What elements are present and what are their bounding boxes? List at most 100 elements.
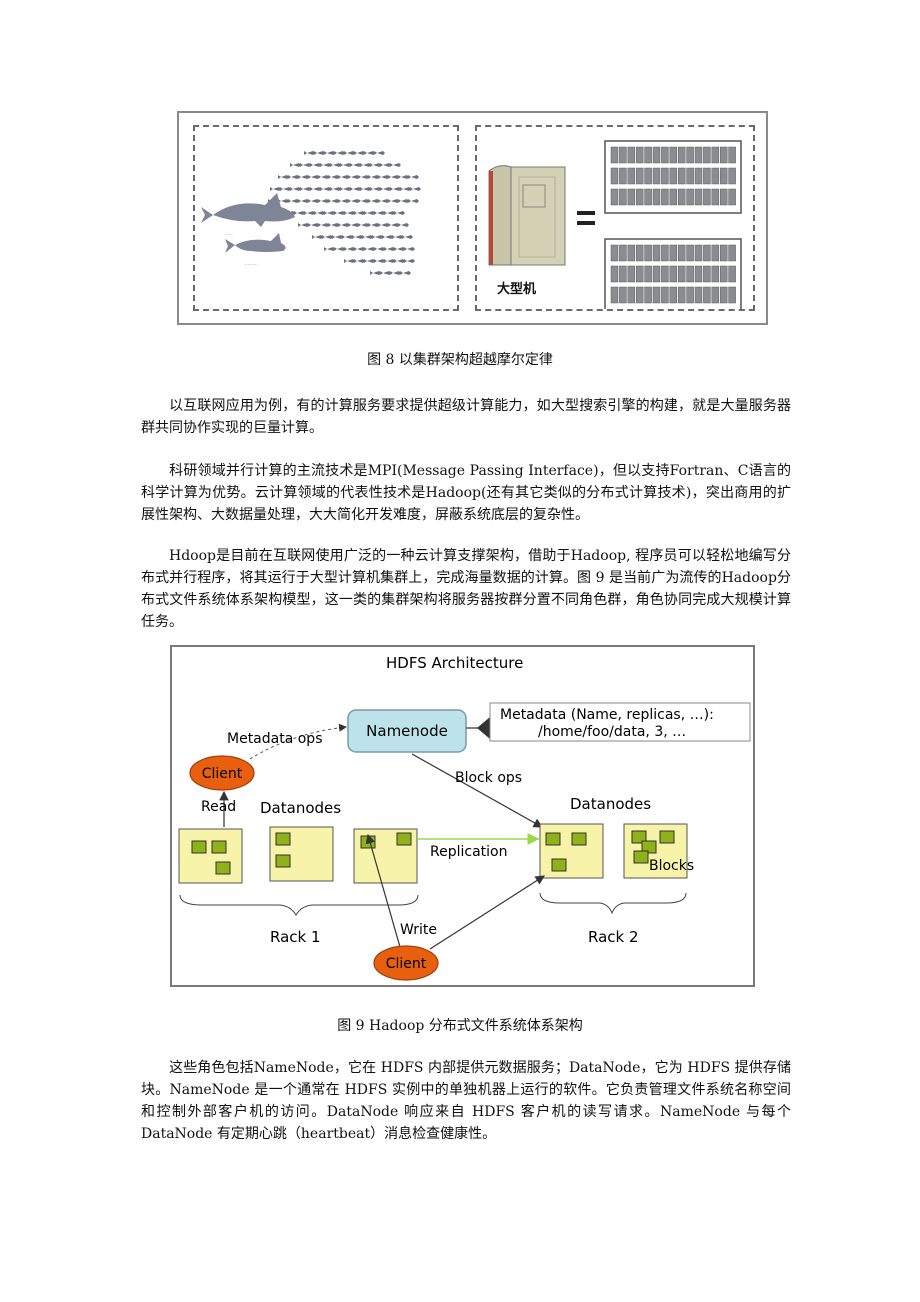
server-unit-icon [635,265,644,283]
small-fish-icon [354,259,365,263]
server-unit-icon [661,188,669,206]
blocks-label: Blocks [649,858,694,874]
small-fish-icon [298,199,309,203]
small-fish-icon [344,259,355,263]
paragraph-1-text: 以互联网应用为例，有的计算服务要求提供超级计算能力，如大型搜索引擎的构建，就是大… [141,398,791,436]
small-fish-icon [290,187,301,191]
small-fish-icon [330,163,341,167]
small-fish-icon [380,163,391,167]
server-unit-icon [711,265,720,283]
server-unit-icon [619,244,627,262]
rack-2-label: Rack 2 [588,928,639,946]
server-unit-icon [677,188,686,206]
small-fish-icon [384,259,395,263]
server-unit-icon [686,265,694,283]
server-unit-icon [610,188,619,206]
small-fish-icon [314,211,325,215]
mainframe-panel [475,125,755,312]
small-fish-icon [348,223,359,227]
server-unit-icon [703,188,711,206]
server-unit-icon [719,286,728,304]
small-fish-icon [398,223,409,227]
fish-panel: ...... .......... [193,125,459,311]
server-unit-icon [677,244,686,262]
small-fish-icon [344,151,355,155]
small-fish-icon [310,163,321,167]
small-fish-icon [404,259,415,263]
small-fish-icon [378,175,389,179]
server-unit-icon [711,286,720,304]
server-unit-icon [635,286,644,304]
small-fish-icon [390,163,401,167]
server-unit-icon [694,188,703,206]
small-fish-icon [370,187,381,191]
server-unit-icon [644,146,652,164]
server-unit-icon [652,188,661,206]
server-unit-icon [728,146,736,164]
small-fish-icon [358,175,369,179]
small-fish-icon [364,211,375,215]
small-fish-icon [332,235,343,239]
server-unit-icon [686,244,694,262]
server-unit-icon [703,286,711,304]
paragraph-4: 这些角色包括NameNode，它在 HDFS 内部提供元数据服务；DataNod… [141,1057,791,1145]
svg-text:......: ...... [225,231,233,236]
server-unit-icon [644,286,652,304]
figure-9-hdfs-diagram: HDFS Architecture Namenode Metadata (Nam… [170,645,755,987]
small-fish-icon [394,211,405,215]
small-fish-icon [338,223,349,227]
small-fish-icon [320,163,331,167]
small-fish-icon [408,199,419,203]
small-fish-icon [398,199,409,203]
server-unit-icon [635,167,644,185]
small-fish-icon [370,271,381,275]
server-unit-icon [610,146,619,164]
read-label: Read [201,799,236,815]
small-fish-icon [394,247,405,251]
server-unit-icon [652,146,661,164]
small-fish-icon [380,187,391,191]
small-fish-icon [288,199,299,203]
server-unit-icon [635,188,644,206]
small-fish-icon [400,187,411,191]
small-fish-icon [374,151,385,155]
server-unit-icon [627,167,636,185]
server-unit-icon [644,167,652,185]
server-unit-icon [619,167,627,185]
small-fish-icon [318,175,329,179]
server-unit-icon [619,146,627,164]
small-fish-icon [408,175,419,179]
data-block [551,858,567,872]
data-block [633,850,649,864]
server-unit-icon [644,265,652,283]
datanode-box [539,823,604,879]
mainframe-label: 大型机 [497,282,537,297]
server-unit-icon [661,244,669,262]
server-unit-icon [610,265,619,283]
server-unit-icon [669,265,678,283]
small-fish-icon [278,175,289,179]
server-unit-icon [719,146,728,164]
small-fish-icon [294,211,305,215]
small-fish-icon [364,259,375,263]
small-fish-icon [388,175,399,179]
small-fish-icon [360,163,371,167]
data-block [545,832,561,846]
figure-9-caption: 图 9 Hadoop 分布式文件系统体系架构 [337,1018,583,1034]
data-block [641,840,657,854]
server-unit-icon [669,167,678,185]
small-fish-icon [348,175,359,179]
small-fish-icon [334,151,345,155]
data-block [571,832,587,846]
metadata-line1: Metadata (Name, replicas, …): [500,707,714,723]
small-fish-icon [364,151,375,155]
server-unit-icon [652,265,661,283]
server-unit-icon [686,188,694,206]
server-unit-icon [719,167,728,185]
server-unit-icon [719,265,728,283]
data-block [360,835,376,849]
small-fish-icon [398,175,409,179]
small-fish-icon [338,175,349,179]
small-fish-icon [368,223,379,227]
small-fish-icon [358,199,369,203]
